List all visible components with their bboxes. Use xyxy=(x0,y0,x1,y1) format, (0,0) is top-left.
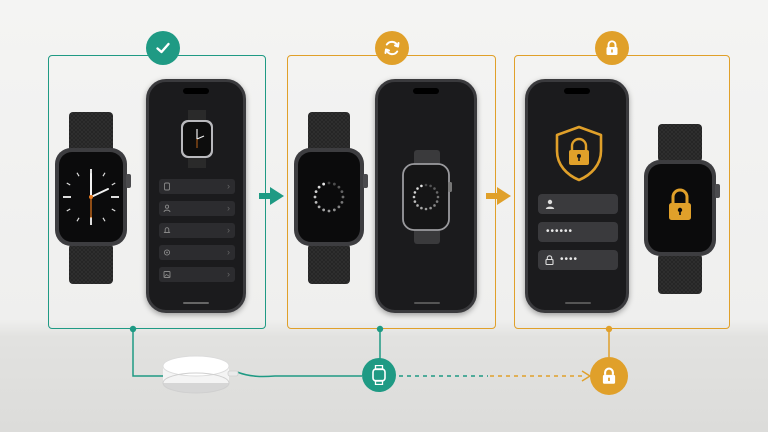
lock-node xyxy=(590,357,628,395)
settings-row-gear[interactable]: › xyxy=(159,245,235,260)
step-badge-syncing xyxy=(375,31,409,65)
chevron-right-icon: › xyxy=(227,225,230,235)
chevron-right-icon: › xyxy=(227,181,230,191)
lock-icon xyxy=(602,367,616,384)
chevron-right-icon: › xyxy=(227,203,230,213)
flow-arrow-green xyxy=(259,187,284,205)
person-icon xyxy=(545,199,555,209)
settings-row-image[interactable]: › xyxy=(159,267,235,282)
loading-spinner-icon xyxy=(313,181,345,213)
home-indicator xyxy=(565,302,591,304)
person-icon xyxy=(163,204,171,213)
charger-icon xyxy=(162,355,239,394)
phone-notch xyxy=(183,88,209,94)
phone-watch-app: › › › › › xyxy=(146,79,246,313)
watch-icon xyxy=(372,365,386,385)
watch-outline-spinner-icon xyxy=(402,150,452,244)
image-icon xyxy=(163,271,171,278)
smartwatch-clock-face xyxy=(55,112,131,284)
gear-icon xyxy=(163,249,171,256)
watch-icon xyxy=(164,182,170,191)
username-field[interactable] xyxy=(538,194,618,214)
password-value: •••••• xyxy=(546,226,574,237)
phone-secure-login: •••••• •••• xyxy=(525,79,629,313)
pin-value: •••• xyxy=(560,254,579,265)
chevron-right-icon: › xyxy=(227,247,230,257)
watch-preview-icon xyxy=(181,110,213,168)
password-field[interactable]: •••••• xyxy=(538,222,618,242)
phone-notch xyxy=(413,88,439,94)
pin-field[interactable]: •••• xyxy=(538,250,618,270)
home-indicator xyxy=(183,302,209,304)
lock-icon xyxy=(606,40,618,55)
check-icon xyxy=(156,42,170,54)
shield-lock-icon xyxy=(555,125,603,182)
smartwatch-syncing xyxy=(294,112,368,284)
bell-icon xyxy=(163,227,171,233)
home-indicator xyxy=(414,302,440,304)
watch-node xyxy=(362,358,396,392)
flow-arrow-orange xyxy=(486,187,511,205)
small-lock-icon xyxy=(545,255,554,265)
settings-row-bell[interactable]: › xyxy=(159,223,235,238)
phone-syncing xyxy=(375,79,477,313)
settings-row-person[interactable]: › xyxy=(159,201,235,216)
chevron-right-icon: › xyxy=(227,269,230,279)
phone-notch xyxy=(564,88,590,94)
settings-row-watch[interactable]: › xyxy=(159,179,235,194)
sync-icon xyxy=(384,40,400,56)
smartwatch-locked xyxy=(644,124,720,294)
step-badge-secured xyxy=(595,31,629,65)
step-badge-paired xyxy=(146,31,180,65)
